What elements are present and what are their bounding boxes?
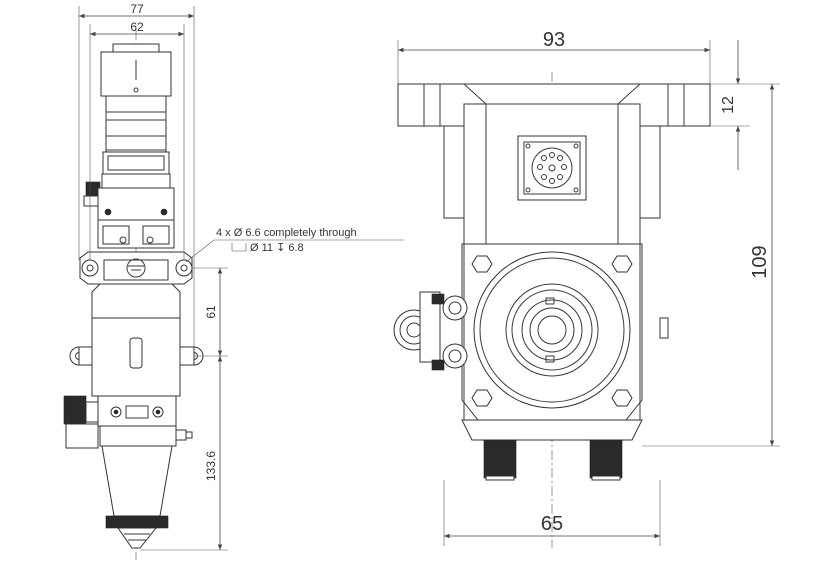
side-connector-left xyxy=(63,395,87,425)
side-nozzle-knurl xyxy=(105,515,169,529)
front-lens-housing xyxy=(473,251,631,409)
front-connector xyxy=(517,135,587,201)
annotation-leader xyxy=(185,239,215,263)
side-view: 77 62 61 133.6 4 x Ø 6.6 completely thro… xyxy=(63,2,404,560)
side-window xyxy=(129,337,143,369)
dim-93: 93 xyxy=(543,29,565,51)
side-sensor-module xyxy=(97,395,177,427)
front-knob-left xyxy=(483,439,517,479)
side-top-cap xyxy=(112,43,160,53)
dim-65: 65 xyxy=(541,513,563,535)
side-nozzle-body xyxy=(101,445,173,517)
hole-spec-line2: Ø 11 ↧ 6.8 xyxy=(250,242,304,254)
front-knob-right xyxy=(589,439,623,479)
dim-62: 62 xyxy=(130,20,144,34)
dim-61: 61 xyxy=(204,305,218,319)
counterbore-icon xyxy=(231,243,247,252)
side-mid-body xyxy=(97,187,175,221)
front-view: 93 65 12 109 xyxy=(393,29,780,548)
dim-109: 109 xyxy=(749,245,771,278)
hole-spec-line1: 4 x Ø 6.6 completely through xyxy=(216,227,357,239)
logo-icon xyxy=(126,258,146,278)
dim-133-6: 133.6 xyxy=(204,451,218,481)
dim-12: 12 xyxy=(720,96,737,114)
dim-77: 77 xyxy=(130,2,144,16)
side-nozzle-tip xyxy=(117,527,158,549)
